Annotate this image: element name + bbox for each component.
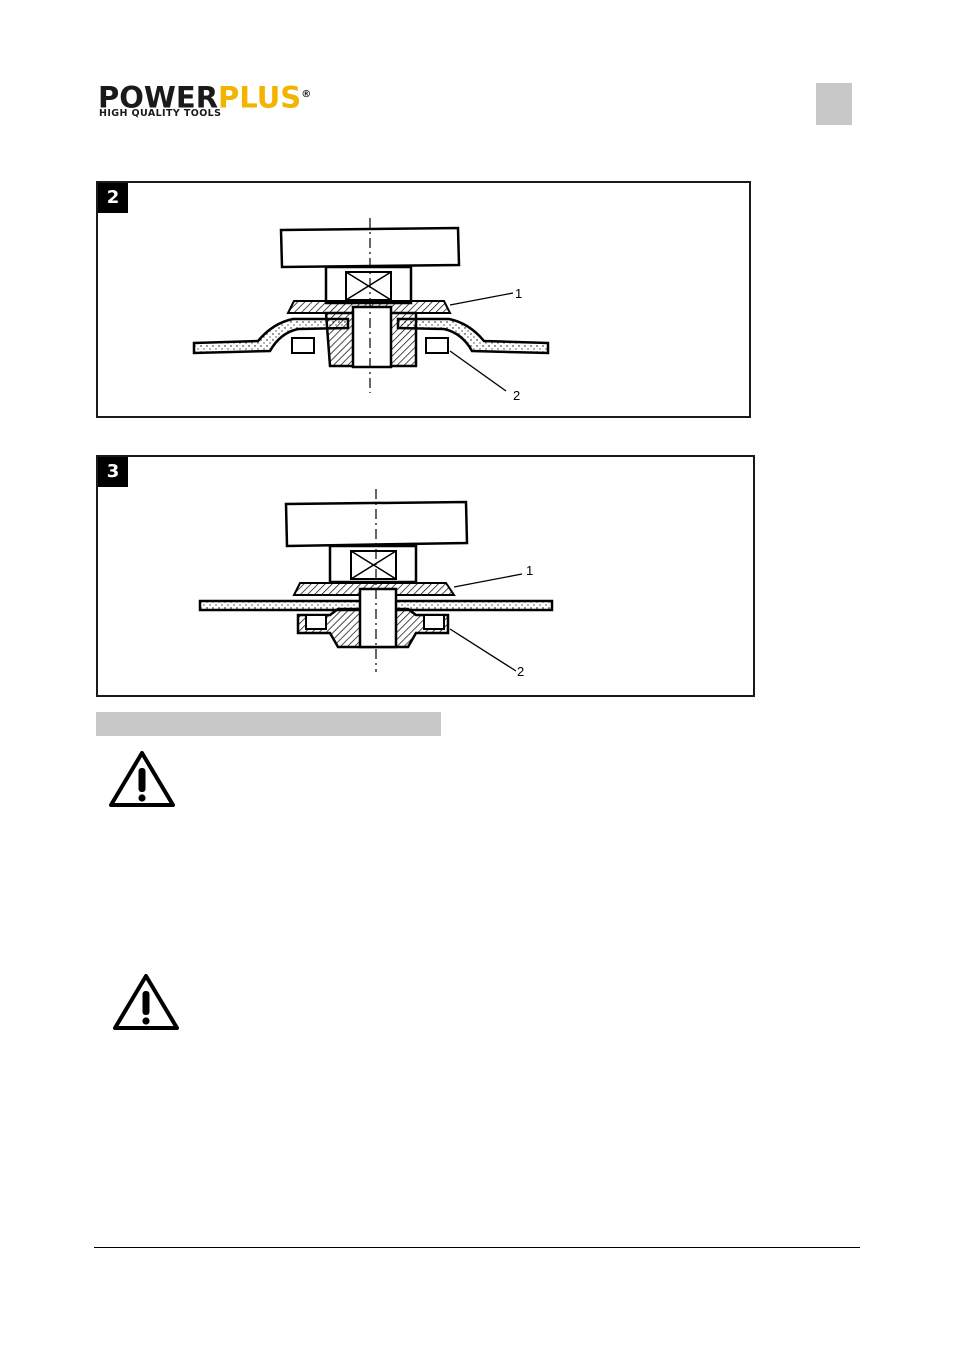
figure-number: 2 bbox=[98, 183, 128, 213]
registered-mark: ® bbox=[301, 89, 312, 100]
brand-name-plus: PLUS bbox=[218, 80, 302, 115]
warning-triangle-icon bbox=[109, 751, 175, 807]
blade-mount-diagram bbox=[192, 218, 550, 393]
warning-triangle-icon bbox=[113, 974, 179, 1030]
footer-divider bbox=[94, 1247, 860, 1248]
figure-2: 2 1 2 bbox=[96, 181, 751, 418]
brand-logo: POWERPLUS® bbox=[98, 80, 311, 113]
brand-tagline: HIGH QUALITY TOOLS bbox=[99, 108, 222, 119]
section-heading-bar bbox=[96, 712, 441, 736]
language-tab-marker bbox=[816, 83, 852, 125]
brand-name-power: POWER bbox=[98, 80, 219, 115]
callout-2: 2 bbox=[517, 664, 525, 679]
callout-1: 1 bbox=[526, 563, 534, 578]
blade-mount-diagram bbox=[198, 489, 554, 672]
callout-1: 1 bbox=[515, 286, 523, 301]
callout-2: 2 bbox=[513, 388, 521, 403]
figure-3: 3 1 2 bbox=[96, 455, 755, 697]
figure-number: 3 bbox=[98, 457, 128, 487]
